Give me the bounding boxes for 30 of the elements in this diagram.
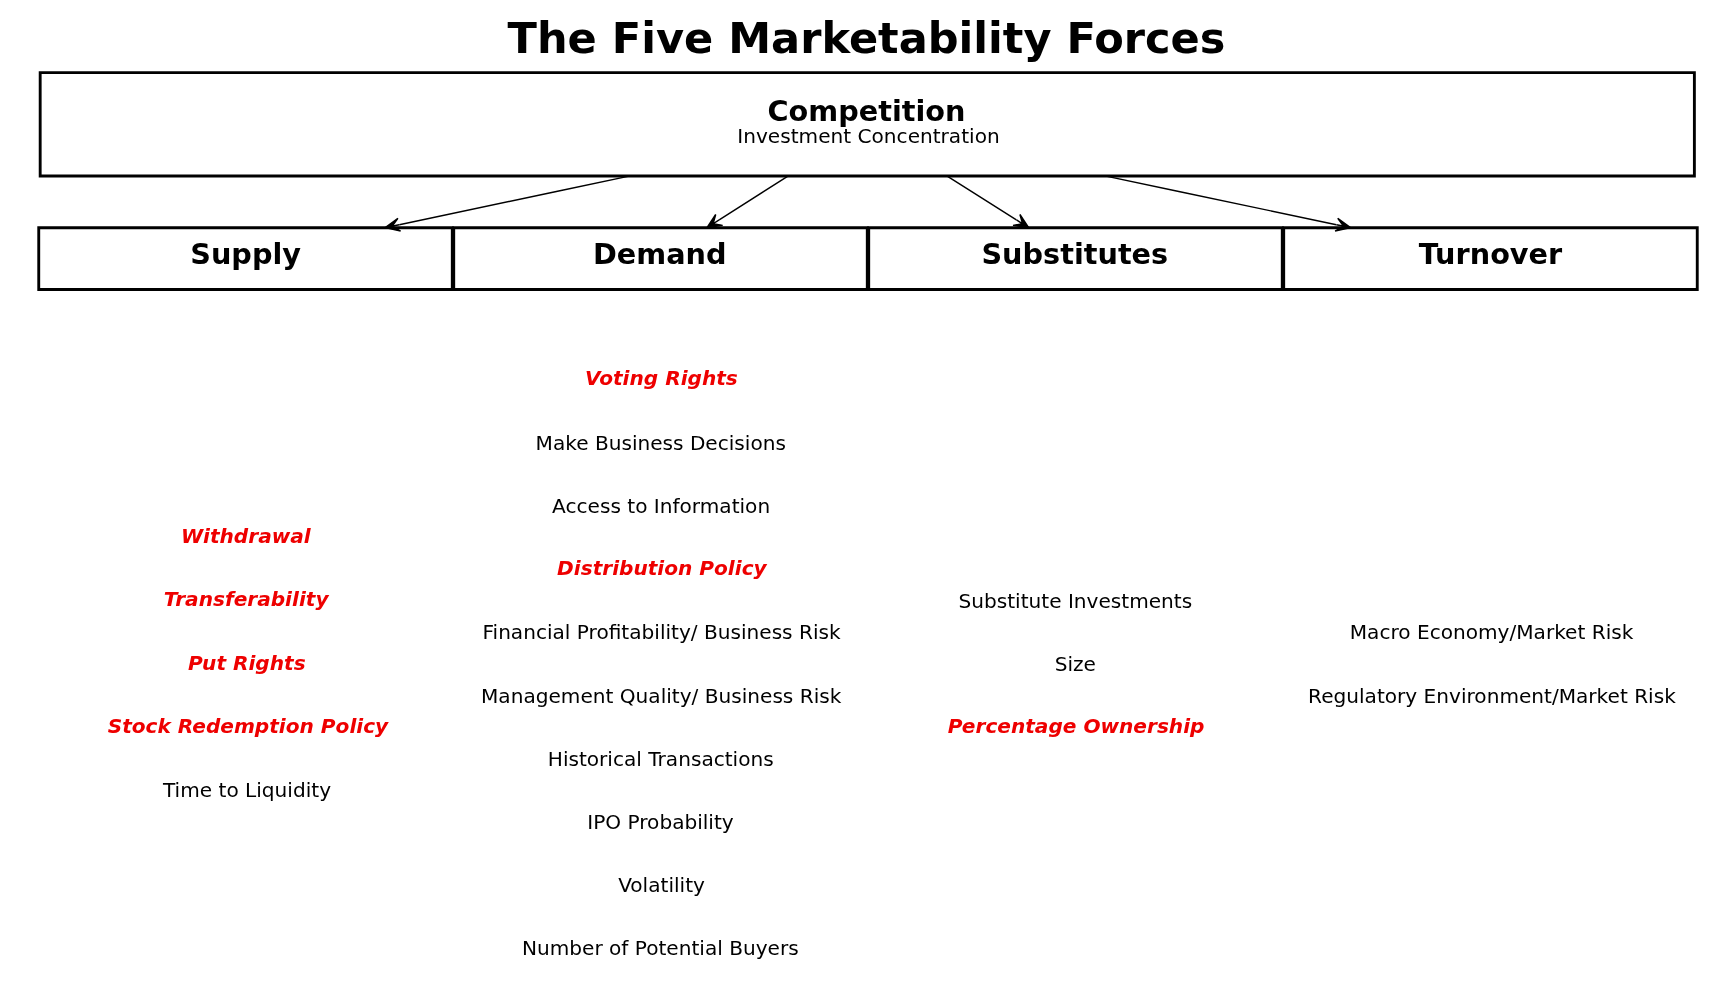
arrow	[945, 175, 1029, 229]
node-label: Management Quality/ Business Risk	[480, 683, 841, 708]
node-label: Percentage Ownership	[947, 713, 1204, 738]
arrow	[1104, 175, 1351, 232]
node-box: Demand	[451, 226, 869, 291]
node-label: IPO Probability	[586, 809, 734, 834]
node-label: Size	[1054, 652, 1096, 677]
node-label: Volatility	[617, 873, 705, 898]
node-label: Withdrawal	[180, 524, 311, 549]
arrow	[705, 175, 789, 229]
node-label: Regulatory Environment/Market Risk	[1307, 683, 1676, 708]
node-label: Transferability	[163, 587, 328, 612]
node-box: Competition Investment Concentration	[38, 71, 1696, 178]
node-label: Stock Redemption Policy	[107, 713, 388, 738]
node-box: Supply	[36, 226, 454, 291]
node-label: Access to Information	[551, 494, 770, 519]
node-label: Historical Transactions	[547, 746, 774, 771]
node-label: Time to Liquidity	[162, 778, 331, 803]
node-label: Distribution Policy	[556, 555, 767, 580]
node-box: Turnover	[1281, 226, 1699, 291]
node-label: Number of Potential Buyers	[521, 936, 799, 961]
arrow	[383, 175, 630, 232]
node-label: Macro Economy/Market Risk	[1349, 620, 1633, 645]
node-box: Substitutes	[866, 226, 1284, 291]
node-label: Make Business Decisions	[535, 430, 786, 455]
diagram-title: The Five Marketability Forces	[507, 12, 1225, 63]
node-label: Financial Profitability/ Business Risk	[481, 620, 841, 645]
node-label: Substitute Investments	[957, 588, 1192, 613]
node-label: Put Rights	[187, 650, 306, 675]
node-label: Voting Rights	[584, 366, 738, 391]
